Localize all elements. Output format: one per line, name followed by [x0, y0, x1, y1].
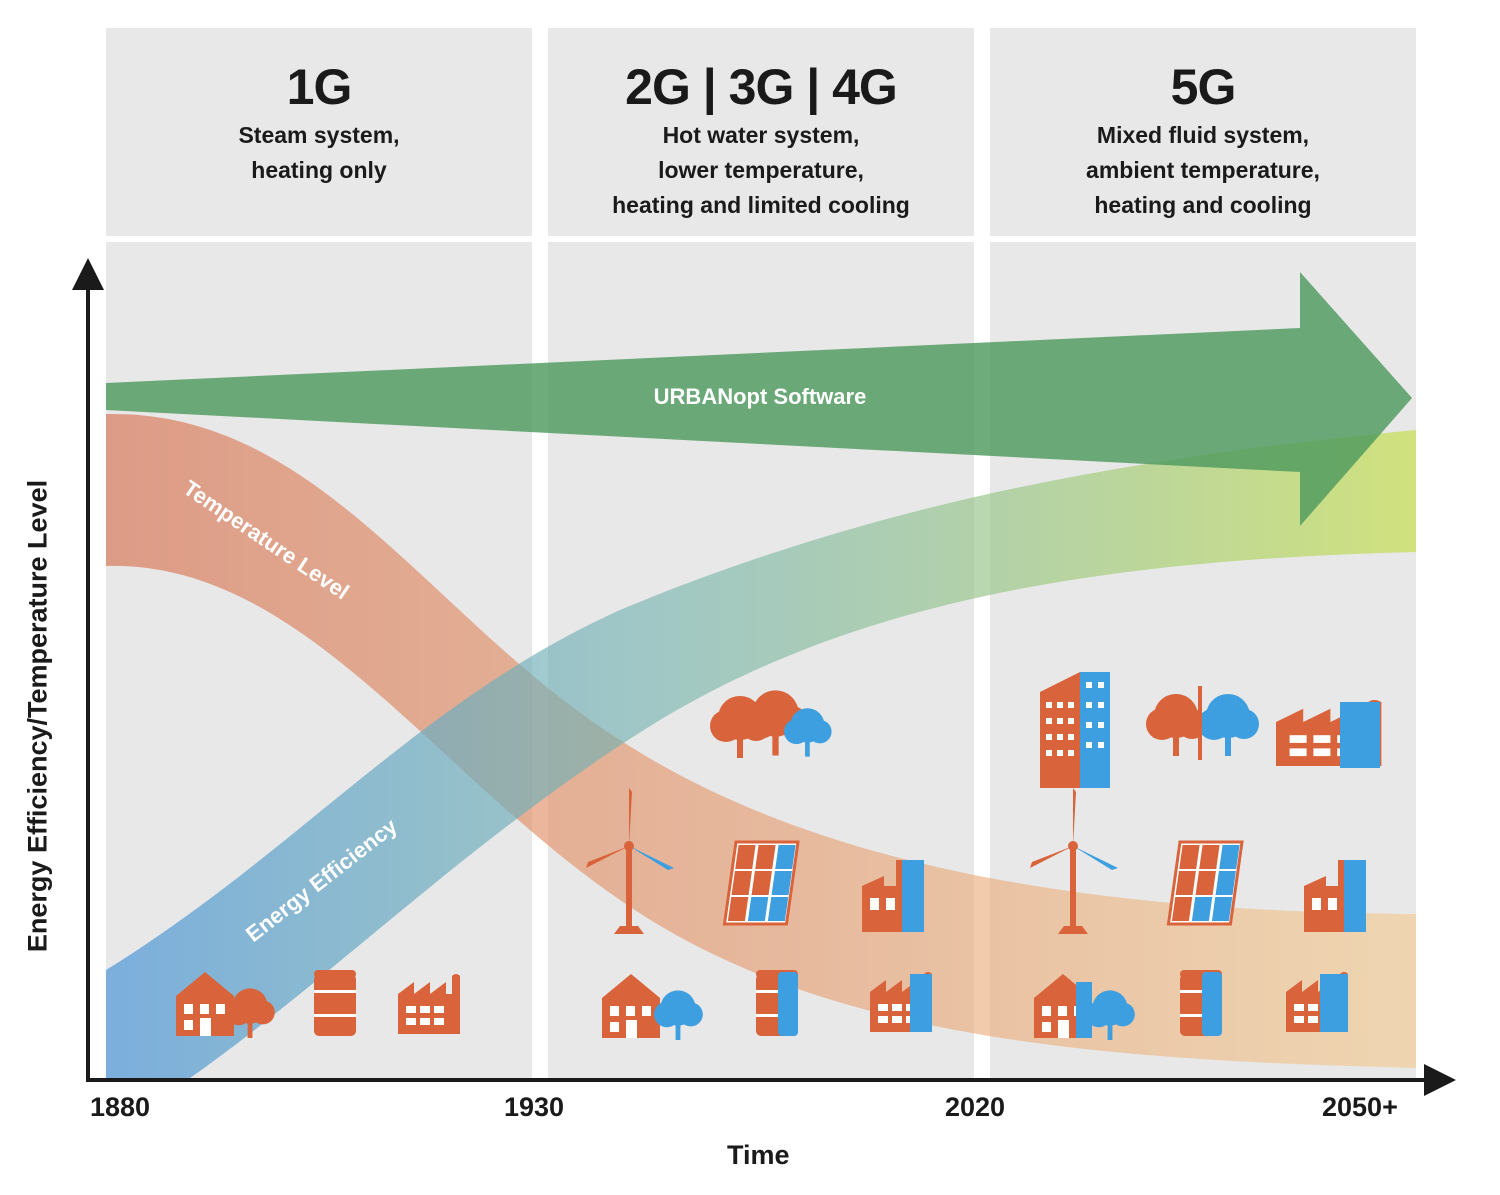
urbanopt-software-arrow	[106, 272, 1412, 526]
factory-icon	[1286, 972, 1348, 1032]
era-generation-label: 1G	[286, 59, 353, 115]
x-tick-2020: 2020	[945, 1092, 1006, 1122]
barrel-icon	[1180, 970, 1222, 1036]
era-generation-label: 5G	[1170, 59, 1237, 115]
x-axis-arrowhead	[1424, 1064, 1456, 1096]
x-tick-1930: 1930	[504, 1092, 565, 1122]
era-description: Hot water system, lower temperature, hea…	[612, 122, 910, 218]
solar-panel-icon	[722, 840, 800, 926]
house-tree-icon	[1034, 974, 1135, 1040]
era-header-1g: 1G Steam system, heating only	[106, 28, 532, 236]
era-generation-label: 2G | 3G | 4G	[625, 59, 898, 115]
era-description: Mixed fluid system, ambient temperature,…	[1086, 122, 1320, 218]
era-description: Steam system, heating only	[238, 122, 400, 183]
trees-icon	[1146, 686, 1259, 760]
software-label: URBANopt Software	[654, 384, 867, 409]
x-tick-2050: 2050+	[1322, 1092, 1398, 1122]
barrel-icon	[314, 970, 356, 1036]
buildings-icon	[1040, 672, 1110, 788]
factory-icon	[1276, 700, 1382, 768]
temperature-level-band	[106, 413, 1416, 1068]
x-axis-title: Time	[727, 1140, 790, 1170]
factory-icon	[870, 972, 932, 1032]
y-axis-arrowhead	[72, 258, 104, 290]
era-header-5g: 5G Mixed fluid system, ambient temperatu…	[990, 28, 1416, 236]
barrel-icon	[756, 970, 798, 1036]
x-tick-1880: 1880	[90, 1092, 151, 1122]
era-header-2g-3g-4g: 2G | 3G | 4G Hot water system, lower tem…	[548, 28, 974, 236]
y-axis-title: Energy Efficiency/Temperature Level	[22, 479, 53, 953]
solar-panel-icon	[1166, 840, 1244, 926]
